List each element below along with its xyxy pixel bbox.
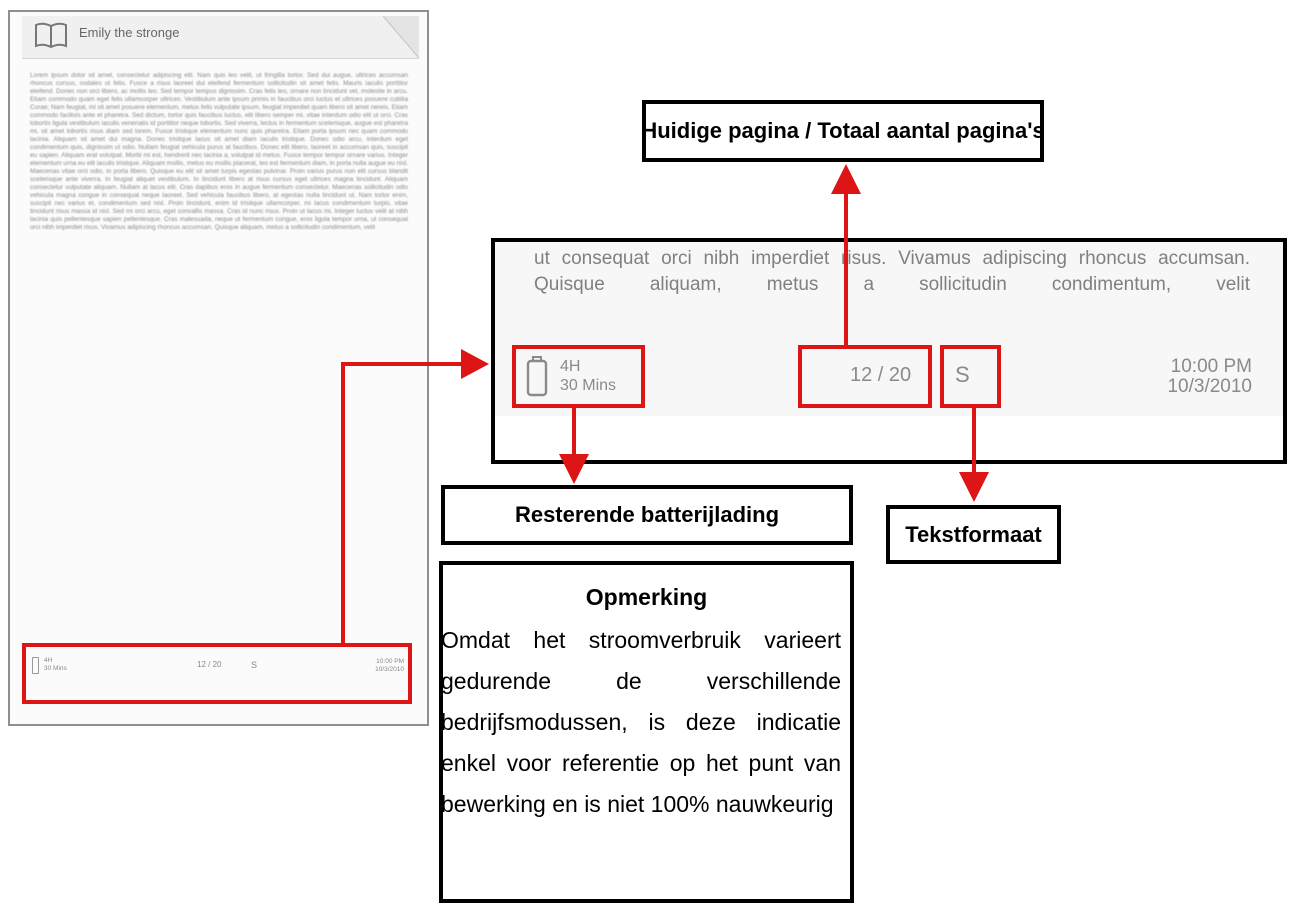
note-title: Opmerking xyxy=(585,584,708,610)
battery-highlight xyxy=(512,345,645,408)
note-body: Omdat het stroomverbruik varieert gedure… xyxy=(441,627,841,817)
battery-hours: 4H xyxy=(560,358,581,375)
reader-body-text: Lorem ipsum dolor sit amet, consectetur … xyxy=(30,72,408,231)
mini-battery-icon xyxy=(32,657,39,674)
note-box xyxy=(439,561,854,903)
font-size-indicator: S xyxy=(955,362,970,387)
battery-remaining-text: 4H 30 Mins xyxy=(560,357,616,395)
mini-font-size: S xyxy=(251,660,258,670)
zoom-arrow-line xyxy=(341,362,462,643)
zoom-arrow-head xyxy=(461,349,489,379)
page-indicator: 12 / 20 xyxy=(850,364,912,386)
clock: 10:00 PM 10/3/2010 xyxy=(1100,357,1252,397)
book-icon xyxy=(35,22,67,48)
zoom-panel-background xyxy=(495,242,1283,416)
page-highlight xyxy=(798,345,932,408)
book-title: Emily the stronge xyxy=(79,25,180,40)
page-arrow-head xyxy=(831,164,861,194)
ereader-thumbnail xyxy=(8,10,429,726)
reader-header xyxy=(22,16,419,59)
clock-date: 10/3/2010 xyxy=(1167,376,1252,397)
battery-icon xyxy=(526,356,548,397)
mini-clock: 10:00 PM 10/3/2010 xyxy=(375,658,404,673)
battery-arrow-head xyxy=(559,454,589,484)
battery-minutes: 30 Mins xyxy=(560,377,617,394)
font-arrow-head xyxy=(959,472,989,502)
font-size-callout-label: Tekstformaat xyxy=(886,505,1061,564)
mini-battery-text: 4H 30 Mins xyxy=(44,657,67,672)
font-size-highlight xyxy=(940,345,1001,408)
zoom-excerpt-text: ut consequat orci nibh imperdiet risus. … xyxy=(534,248,1250,295)
page-callout-label: Huidige pagina / Totaal aantal pagina's xyxy=(641,100,1045,162)
status-bar-highlight xyxy=(22,643,412,704)
battery-callout-label: Resterende batterijlading xyxy=(441,485,853,545)
page-corner-fold xyxy=(383,16,419,58)
mini-page-indicator: 12 / 20 xyxy=(197,660,222,669)
clock-time: 10:00 PM xyxy=(1170,356,1252,377)
